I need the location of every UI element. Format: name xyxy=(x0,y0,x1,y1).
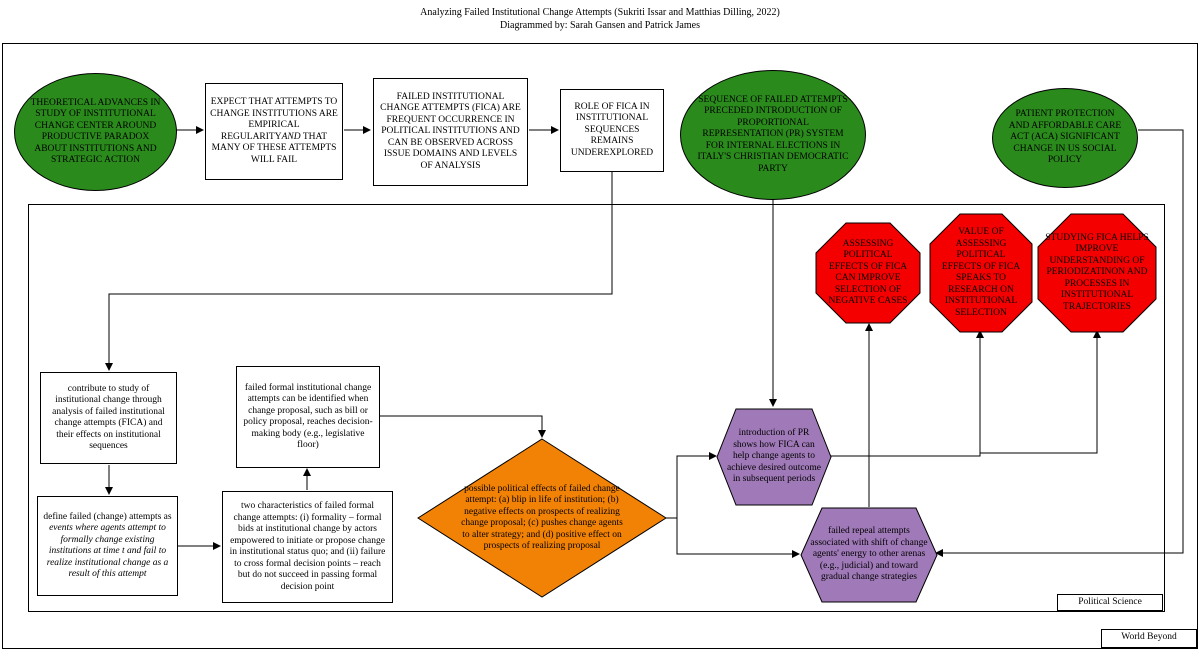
contribute-text: contribute to study of institutional cha… xyxy=(52,383,165,452)
sequence-italy-text: SEQUENCE OF FAILED ATTEMPTS PRECEDED INT… xyxy=(697,94,849,174)
introduction-text: introduction of PR shows how FICA can he… xyxy=(727,428,821,485)
diagram-title: Analyzing Failed Institutional Change At… xyxy=(420,7,780,18)
arrow-introduction-to-value xyxy=(830,330,984,457)
world-beyond-frame xyxy=(2,43,1198,649)
two-characteristics-box: two characteristics of failed formal cha… xyxy=(222,491,393,603)
expect-attempts-text: EXPECT THAT ATTEMPTS TO CHANGE INSTITUTI… xyxy=(210,97,338,165)
arrow-to-studying xyxy=(980,330,1101,454)
assessing-text: ASSESSING POLITICAL EFFECTS OF FICA CAN … xyxy=(828,238,908,307)
introduction-hexagon xyxy=(716,408,832,506)
arrow-role-to-contribute xyxy=(105,172,613,371)
possible-effects-diamond xyxy=(417,438,667,598)
fica-frequent-box: FAILED INSTITUTIONAL CHANGE ATTEMPTS (FI… xyxy=(373,78,528,186)
studying-octagon xyxy=(1037,213,1157,333)
political-science-frame xyxy=(28,204,1165,612)
political-science-label: Political Science xyxy=(1057,594,1163,611)
define-text: define failed (change) attempts as event… xyxy=(43,511,172,580)
role-of-fica-box: ROLE OF FICA IN INSTITUTIONAL SEQUENCES … xyxy=(560,89,664,172)
define-italic-text: events where agents attempt to formally … xyxy=(46,523,169,579)
contribute-box: contribute to study of institutional cha… xyxy=(40,372,177,464)
studying-text: STUDYING FICA HELPS IMPROVE UNDERSTANDIN… xyxy=(1045,232,1149,312)
identified-box: failed formal institutional change attem… xyxy=(236,366,380,468)
fica-frequent-text: FAILED INSTITUTIONAL CHANGE ATTEMPTS (FI… xyxy=(380,91,521,171)
assessing-octagon xyxy=(815,222,921,324)
expect-attempts-box: EXPECT THAT ATTEMPTS TO CHANGE INSTITUTI… xyxy=(205,83,343,180)
arrow-identified-to-possible xyxy=(380,415,546,438)
sequence-italy-oval: SEQUENCE OF FAILED ATTEMPTS PRECEDED INT… xyxy=(680,70,866,200)
value-octagon xyxy=(929,213,1033,333)
failed-repeal-text: failed repeal attempts associated with s… xyxy=(810,526,928,583)
value-text: VALUE OF ASSESSING POLITICAL EFFECTS OF … xyxy=(941,227,1021,318)
diagram-subtitle: Diagrammed by: Sarah Gansen and Patrick … xyxy=(500,20,700,31)
two-characteristics-text: two characteristics of failed formal cha… xyxy=(229,501,386,592)
role-of-fica-text: ROLE OF FICA IN INSTITUTIONAL SEQUENCES … xyxy=(570,101,654,158)
expect-attempts-and: AND xyxy=(281,131,301,142)
identified-text: failed formal institutional change attem… xyxy=(243,382,373,451)
arrow-aca-to-failed-repeal xyxy=(935,129,1184,557)
define-box: define failed (change) attempts as event… xyxy=(37,496,178,596)
aca-text: PATIENT PROTECTION AND AFFORDABLE CARE A… xyxy=(1008,109,1122,166)
aca-oval: PATIENT PROTECTION AND AFFORDABLE CARE A… xyxy=(992,88,1138,188)
arrow-possible-to-failed-repeal xyxy=(676,518,800,558)
theoretical-advances-oval: THEORETICAL ADVANCES IN STUDY OF INSTITU… xyxy=(14,73,177,191)
theoretical-advances-text: THEORETICAL ADVANCES IN STUDY OF INSTITU… xyxy=(30,97,161,166)
possible-effects-text: possible political effects of failed cha… xyxy=(461,483,623,552)
arrow-possible-to-introduction xyxy=(666,452,717,519)
failed-repeal-hexagon xyxy=(800,507,938,603)
world-beyond-label: World Beyond xyxy=(1101,629,1197,648)
